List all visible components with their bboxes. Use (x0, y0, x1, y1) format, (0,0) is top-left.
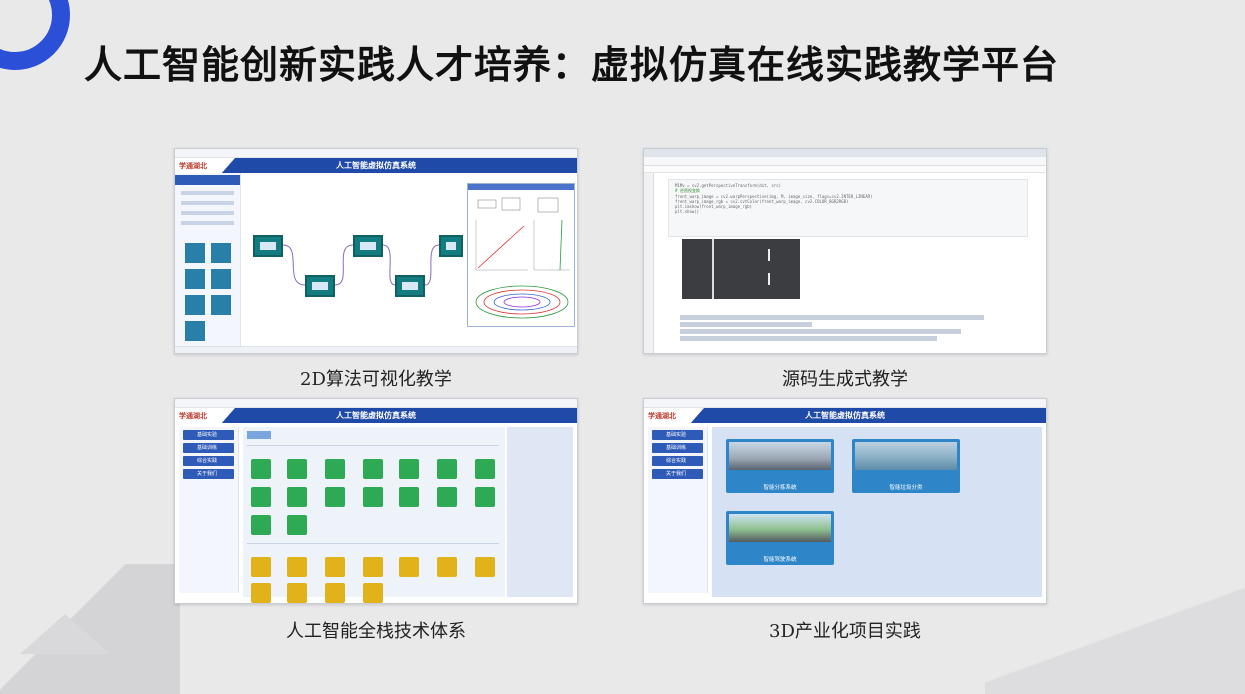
canvas-area[interactable] (243, 183, 465, 345)
decorative-triangle (20, 614, 110, 654)
app-header: 学通湖北 人工智能虚拟仿真系统 (175, 158, 577, 173)
module-card[interactable] (325, 557, 345, 577)
scene-label: 智能分拣系统 (763, 485, 797, 491)
app-logo: 学通湖北 (175, 158, 235, 173)
module-card[interactable] (325, 459, 345, 479)
module-card[interactable] (251, 459, 271, 479)
road-image-output (682, 239, 800, 299)
sidebar-item-comprehensive-practice[interactable]: 综合实践 (183, 456, 234, 466)
module-card[interactable] (437, 459, 457, 479)
module-card[interactable] (399, 557, 419, 577)
app-header: 学通湖北 人工智能虚拟仿真系统 (644, 408, 1046, 423)
scene-label: 智能垃圾分类 (889, 485, 923, 491)
caption-fullstack: 人工智能全栈技术体系 (286, 621, 466, 642)
flow-connectors (282, 244, 440, 286)
module-card[interactable] (399, 459, 419, 479)
app-title: 人工智能虚拟仿真系统 (336, 411, 416, 420)
mini-chart-graphics (475, 197, 570, 319)
screenshot-3d-projects[interactable]: 学通湖北 人工智能虚拟仿真系统 基础实验 基础训练 综合实践 关于我们 智能分拣… (643, 398, 1047, 604)
module-card[interactable] (287, 515, 307, 535)
flow-node[interactable] (305, 275, 335, 297)
caption-3d-projects: 3D产业化项目实践 (769, 621, 921, 642)
flow-node[interactable] (353, 235, 383, 257)
module-card[interactable] (363, 459, 383, 479)
screenshot-2d-visualization[interactable]: 学通湖北 人工智能虚拟仿真系统 (174, 148, 578, 354)
browser-strip (175, 149, 577, 158)
app-sidebar: 基础实验 基础训练 综合实践 关于我们 (648, 427, 708, 593)
sidebar-item-about-us[interactable]: 关于我们 (183, 469, 234, 479)
sidebar-item-basic-training[interactable]: 基础训练 (652, 443, 703, 453)
sidebar-item-basic-experiment[interactable]: 基础实验 (652, 430, 703, 440)
code-line: plt.imshow(front_warp_image_rgb) (675, 204, 753, 209)
app-header: 学通湖北 人工智能虚拟仿真系统 (175, 408, 577, 423)
app-logo: 学通湖北 (175, 408, 235, 423)
sidebar-item-basic-training[interactable]: 基础训练 (183, 443, 234, 453)
module-card[interactable] (287, 557, 307, 577)
module-card[interactable] (363, 557, 383, 577)
module-card[interactable] (287, 487, 307, 507)
scene-label: 智能驾驶系统 (763, 557, 797, 563)
module-card[interactable] (437, 487, 457, 507)
scene-grid: 智能分拣系统 智能垃圾分类 智能驾驶系统 (712, 427, 1042, 597)
scene-card-sorting[interactable]: 智能分拣系统 (726, 439, 834, 493)
module-card[interactable] (475, 487, 495, 507)
module-card[interactable] (475, 557, 495, 577)
scene-card-garbage[interactable]: 智能垃圾分类 (852, 439, 960, 493)
module-card[interactable] (251, 557, 271, 577)
code-line: front_warp_image = cv2.warpPerspective(i… (675, 194, 873, 199)
sidebar-item-comprehensive-practice[interactable]: 综合实践 (652, 456, 703, 466)
module-card[interactable] (287, 583, 307, 603)
sidebar-item-basic-experiment[interactable]: 基础实验 (183, 430, 234, 440)
module-card[interactable] (251, 515, 271, 535)
caption-source-code: 源码生成式教学 (782, 369, 908, 390)
app-title: 人工智能虚拟仿真系统 (336, 161, 416, 170)
app-sidebar (175, 173, 241, 347)
module-card[interactable] (325, 583, 345, 603)
module-card[interactable] (363, 487, 383, 507)
flow-node[interactable] (253, 235, 283, 257)
flow-node[interactable] (395, 275, 425, 297)
screenshot-fullstack[interactable]: 学通湖北 人工智能虚拟仿真系统 基础实验 基础训练 综合实践 关于我们 (174, 398, 578, 604)
scene-card-driving[interactable]: 智能驾驶系统 (726, 511, 834, 565)
module-card[interactable] (287, 459, 307, 479)
module-card[interactable] (475, 459, 495, 479)
code-cell[interactable]: M1Mv = cv2.getPerspectiveTransform(dst, … (668, 179, 1028, 237)
page-title: 人工智能创新实践人才培养：虚拟仿真在线实践教学平台 (84, 43, 1060, 87)
app-title: 人工智能虚拟仿真系统 (805, 411, 885, 420)
module-card[interactable] (437, 557, 457, 577)
module-grid (243, 427, 505, 603)
code-line: plt.show() (675, 209, 700, 214)
caption-2d-visualization: 2D算法可视化教学 (300, 369, 452, 390)
browser-strip (175, 399, 577, 408)
code-line: front_warp_image_rgb = cv2.cvtColor(fron… (675, 199, 849, 204)
app-logo: 学通湖北 (644, 408, 704, 423)
chart-window[interactable] (467, 183, 575, 327)
flow-node[interactable] (439, 235, 463, 257)
module-card[interactable] (363, 583, 383, 603)
module-card[interactable] (251, 487, 271, 507)
browser-strip (644, 399, 1046, 408)
decorative-ring (0, 0, 70, 70)
sidebar-item-about-us[interactable]: 关于我们 (652, 469, 703, 479)
module-card[interactable] (325, 487, 345, 507)
screenshot-source-code[interactable]: M1Mv = cv2.getPerspectiveTransform(dst, … (643, 148, 1047, 354)
app-sidebar: 基础实验 基础训练 综合实践 关于我们 (179, 427, 239, 593)
code-comment: # 逆透视变换 (675, 188, 700, 193)
code-line: M1Mv = cv2.getPerspectiveTransform(dst, … (675, 183, 781, 188)
module-card[interactable] (251, 583, 271, 603)
module-card[interactable] (399, 487, 419, 507)
